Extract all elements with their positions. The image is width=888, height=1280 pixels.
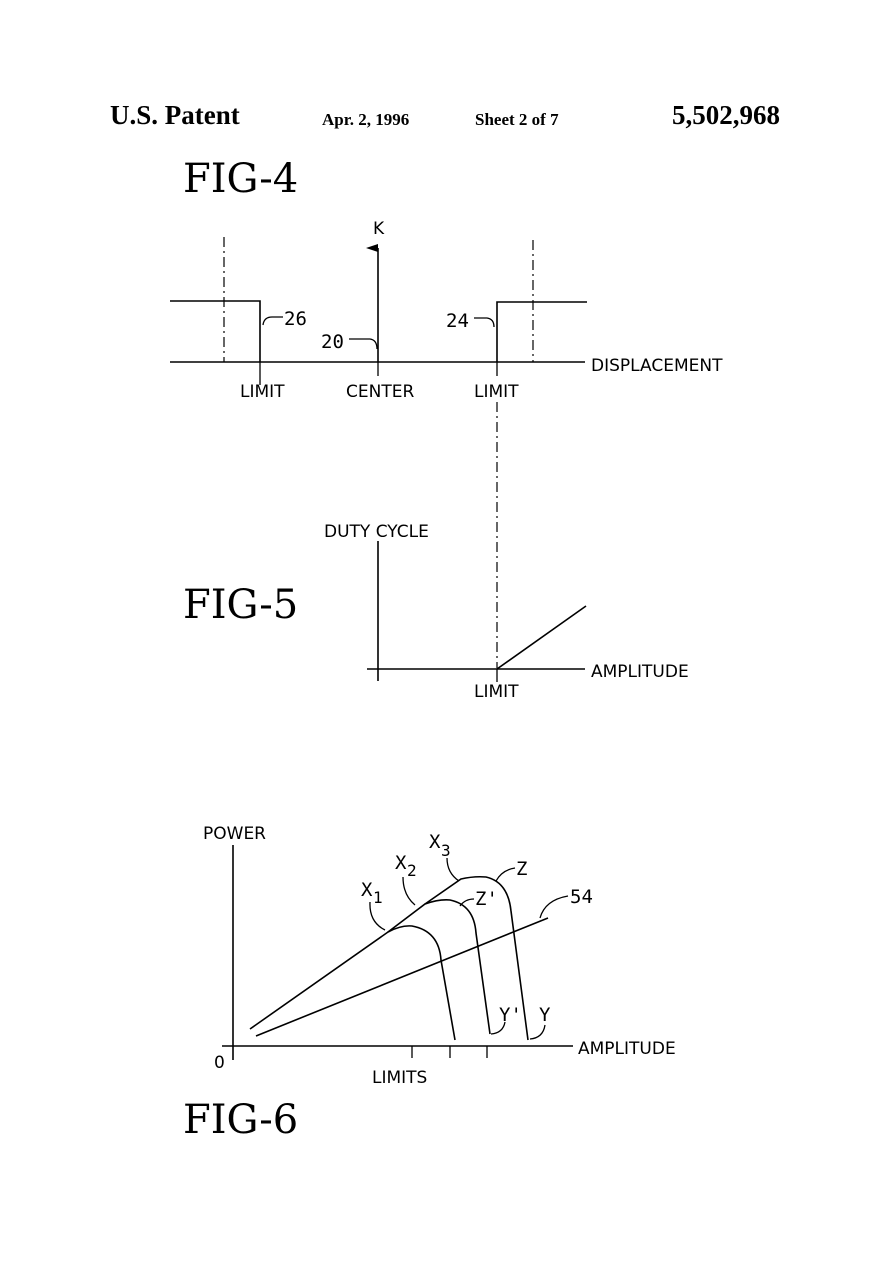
- fig6-curve-x2: [387, 899, 491, 1035]
- fig6-ref-x1-sub: 1: [373, 888, 383, 907]
- fig5-y-label: DUTY CYCLE: [324, 522, 429, 542]
- fig6-ref-y: Y: [539, 1004, 551, 1026]
- fig4-right-step: [496, 301, 587, 362]
- fig6-leader-x1: [369, 901, 386, 931]
- fig5-ramp-line: [496, 605, 587, 670]
- fig6-tick-label: LIMITS: [372, 1068, 427, 1088]
- header-date: Apr. 2, 1996: [322, 110, 410, 129]
- fig6-ref-x2-sub: 2: [407, 861, 417, 880]
- fig5-tick-label: LIMIT: [474, 682, 519, 702]
- fig4-leader-20: [349, 338, 378, 350]
- fig6-ref-z: Z: [516, 858, 527, 880]
- fig5-title: FIG-5: [183, 582, 298, 628]
- fig6-ref-y-prime: Y': [499, 1004, 522, 1026]
- fig4-tick-limit-right: LIMIT: [474, 382, 519, 402]
- fig4-ref-24: 24: [446, 310, 469, 332]
- fig6-ref-x1: X: [361, 879, 373, 901]
- fig5-diagram: DUTY CYCLE FIG-5 AMPLITUDE LIMIT: [183, 522, 689, 702]
- fig4-left-step: [170, 300, 261, 362]
- fig6-leader-y: [529, 1024, 546, 1040]
- fig6-ref-x3: X: [429, 831, 441, 853]
- fig6-leader-x2: [402, 876, 416, 906]
- header-sheet: Sheet 2 of 7: [475, 110, 559, 129]
- fig6-title: FIG-6: [183, 1097, 298, 1143]
- fig4-ref-26: 26: [284, 308, 307, 330]
- fig4-y-label: K: [373, 219, 385, 239]
- fig4-leader-24: [474, 317, 495, 328]
- fig6-ref-54: 54: [570, 886, 593, 908]
- fig6-curve-x1: [249, 925, 456, 1041]
- fig6-origin-label: 0: [214, 1053, 225, 1073]
- fig4-diagram: FIG-4 K DISPLACEMENT LIMIT CENTER LIMIT …: [170, 156, 723, 402]
- fig6-ref-x2: X: [395, 852, 407, 874]
- header-patent-label: U.S. Patent: [110, 100, 240, 130]
- fig6-y-label: POWER: [203, 824, 266, 844]
- fig4-tick-center-label: CENTER: [346, 382, 414, 402]
- fig4-tick-limit-left: LIMIT: [240, 382, 285, 402]
- header-patent-number: 5,502,968: [672, 100, 780, 130]
- fig6-leader-z: [495, 867, 516, 882]
- fig6-leader-z-prime: [459, 898, 475, 907]
- fig4-x-label: DISPLACEMENT: [591, 356, 723, 376]
- fig6-leader-y-prime: [490, 1021, 506, 1035]
- fig4-leader-26: [262, 316, 283, 326]
- fig6-line-54: [255, 917, 549, 1037]
- fig6-leader-x3: [446, 857, 460, 882]
- fig4-ref-20: 20: [321, 331, 344, 353]
- fig6-ref-x3-sub: 3: [441, 841, 451, 860]
- fig6-ref-z-prime: Z': [475, 888, 498, 910]
- fig6-diagram: POWER AMPLITUDE 0 LIMITS X 1 X 2: [183, 824, 676, 1143]
- fig4-title: FIG-4: [183, 156, 298, 202]
- fig6-leader-54: [539, 895, 569, 919]
- fig5-x-label: AMPLITUDE: [591, 662, 689, 682]
- fig6-curve-x3: [424, 875, 529, 1041]
- fig6-x-label: AMPLITUDE: [578, 1039, 676, 1059]
